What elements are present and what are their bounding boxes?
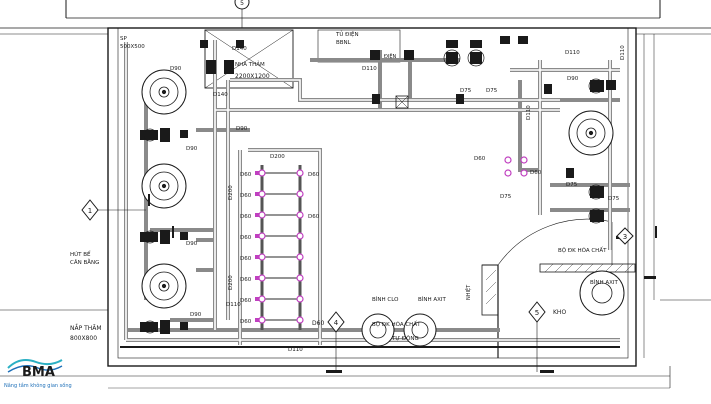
controller-label: BỘ ĐK HÓA CHẤT [372, 320, 421, 328]
svg-text:D60: D60 [240, 319, 252, 325]
clo-tank-label: BÌNH CLO [372, 296, 399, 303]
pipe-label-d75a: D75 [460, 88, 472, 94]
svg-text:D60: D60 [240, 235, 252, 241]
pipe-label-d90-left: D90 [186, 146, 198, 152]
manifold-nodes [258, 156, 528, 324]
panel-sub: BBNL [336, 40, 352, 46]
pipe-label-d110-right2: D110 [620, 45, 626, 60]
pipe-label-d110-top: D110 [565, 50, 580, 56]
pipe-label-d90-mid: D90 [236, 126, 248, 132]
pipe-label-d200-v: D200 [228, 185, 234, 200]
svg-text:D60: D60 [240, 214, 252, 220]
tank-room-label: NHÀ THẢM [235, 60, 265, 68]
grid-leaders [98, 9, 538, 372]
pipe-label-d90-top: D90 [170, 66, 182, 72]
svg-text:D60: D60 [240, 193, 252, 199]
grid-label-5: 5 [240, 0, 244, 7]
panel-electric: ĐIỆN [384, 52, 397, 60]
svg-text:D60: D60 [240, 172, 252, 178]
valve-outlines [143, 49, 604, 334]
storage-label: KHO [553, 309, 566, 316]
sump-label: SP [120, 36, 127, 42]
svg-text:D60: D60 [308, 172, 320, 178]
grid-label-1: 1 [88, 207, 92, 215]
grid-label-5b: 5 [535, 309, 539, 317]
pipe-label-d200: D200 [270, 154, 285, 160]
pipe-label-d90-right: D90 [567, 76, 579, 82]
filter-2 [141, 163, 187, 209]
grid-label-3: 3 [623, 233, 627, 241]
pipe-label-d140b: D140 [213, 92, 228, 98]
pipe-label-d90-bottom: D90 [190, 312, 202, 318]
brand-logo: BMA Nâng tầm không gian sống [4, 352, 72, 396]
filters [141, 69, 625, 347]
pipe-label-d60-right: D60 [530, 170, 542, 176]
balance-label: HÚT BỂ [70, 250, 91, 258]
grid-label-4: 4 [334, 319, 339, 327]
manifold-labels: D60 D60 D60 D60 D60 D60 D60 D60 D60 D60 [240, 172, 320, 325]
panel-label: TỦ ĐIỆN [335, 30, 359, 38]
logo-icon: BMA [7, 359, 63, 380]
pipe-label-d110-bottom: D110 [288, 347, 303, 353]
tank-axit-right [579, 270, 625, 316]
balance-sub: CÂN BẰNG [70, 258, 99, 266]
pipe-label-d75e: D75 [608, 196, 620, 202]
controller-right-label: BỘ ĐK HÓA CHẤT [558, 246, 607, 254]
filter-1 [141, 69, 187, 115]
drain-box [395, 95, 409, 109]
svg-text:D60: D60 [240, 256, 252, 262]
pipe-label-d110: D110 [362, 66, 377, 72]
axit-tank-label: BÌNH AXIT [418, 296, 447, 303]
filter-3 [141, 263, 187, 309]
svg-text:D60: D60 [240, 298, 252, 304]
pipe-label-d75d: D75 [566, 182, 578, 188]
svg-text:D60: D60 [308, 214, 320, 220]
logo-tagline: Nâng tầm không gian sống [4, 383, 72, 389]
tank-room-dim: 2200X1200 [235, 73, 270, 80]
logo-brand: BMA [22, 365, 55, 380]
accent-valves [255, 171, 259, 322]
auto-label: TỰ ĐỘNG [391, 335, 419, 342]
pipe-label-d75b: D75 [486, 88, 498, 94]
pipe-cores [125, 40, 620, 345]
pipe-label-d60-big: D60 [312, 320, 324, 327]
axit-right-label: BÌNH AXIT [590, 279, 619, 286]
sump-dim: 500X500 [120, 44, 145, 50]
hatch-label: NẮP THĂM [70, 324, 102, 332]
pipe-label-d75c: D75 [500, 194, 512, 200]
pipe-label-d110-right: D110 [526, 105, 532, 120]
pipe-label-d90-left2: D90 [186, 241, 198, 247]
valves [140, 36, 616, 334]
pipe-label-d110-b: D110 [226, 302, 241, 308]
heat-label: NHIỆT [464, 284, 472, 300]
pipe-label-d200-v2: D200 [228, 275, 234, 290]
hatch [485, 263, 634, 305]
filter-4 [568, 110, 614, 156]
svg-text:D60: D60 [240, 277, 252, 283]
pipe-label-d60: D60 [474, 156, 486, 162]
pipe-label-d140a: D140 [232, 46, 247, 52]
hatch-dim: 800X800 [70, 335, 97, 342]
